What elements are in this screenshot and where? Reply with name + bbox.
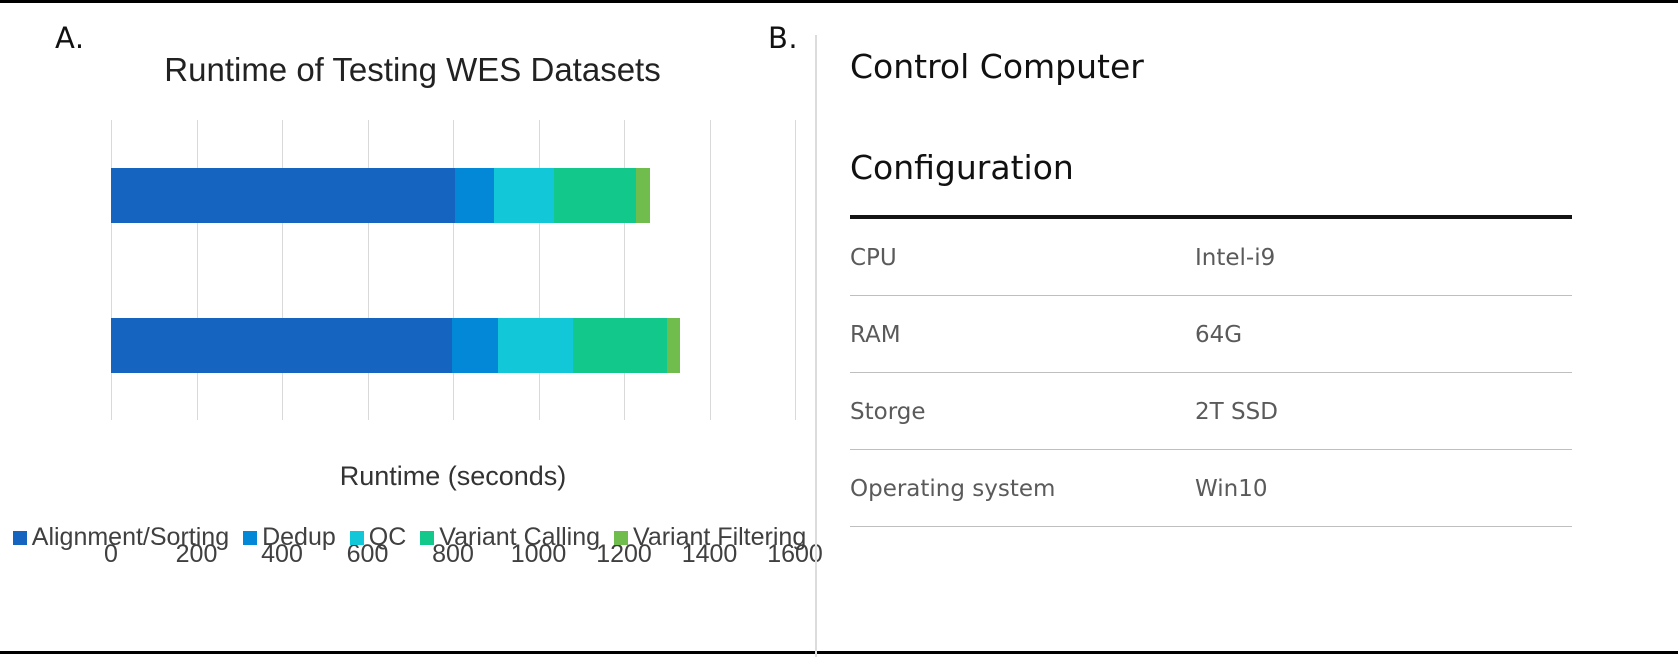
chart-title: Runtime of Testing WES Datasets	[164, 51, 661, 88]
gridline	[624, 120, 625, 420]
config-value: Win10	[1195, 449, 1572, 527]
panel-a-label: A.	[55, 21, 85, 55]
bar-segment	[111, 318, 453, 373]
legend-item[interactable]: Dedup	[243, 523, 336, 552]
bar-row	[111, 168, 651, 223]
legend-label: Dedup	[262, 523, 336, 551]
bar-segment	[493, 168, 555, 223]
gridline	[111, 120, 112, 420]
bar-segment	[111, 168, 455, 223]
legend-item[interactable]: Variant Filtering	[614, 523, 806, 552]
gridline	[282, 120, 283, 420]
legend-item[interactable]: Alignment/Sorting	[12, 523, 230, 552]
configuration-heading: Configuration	[850, 148, 1074, 187]
legend-swatch-icon	[420, 530, 435, 545]
config-key: CPU	[850, 219, 1195, 296]
x-tick-label: 1600	[767, 540, 823, 568]
panel-divider	[815, 35, 817, 657]
bar-segment	[452, 318, 498, 373]
config-key: RAM	[850, 295, 1195, 373]
legend-swatch-icon	[243, 530, 258, 545]
gridline	[795, 120, 796, 420]
bar-segment	[554, 168, 636, 223]
legend-item[interactable]: QC	[349, 523, 407, 552]
legend-item[interactable]: Variant Calling	[420, 523, 600, 552]
plot-area: 0 200 400 600 800 1000 1200 1400 1600	[104, 120, 823, 568]
panel-a-chart: A. Runtime of Testing WES Datasets 0 200 4…	[0, 3, 823, 657]
legend-swatch-icon	[614, 530, 628, 545]
config-key: Storge	[850, 372, 1195, 450]
bar-segment	[635, 168, 651, 223]
x-tick-label: 0	[104, 540, 118, 568]
legend-swatch-icon	[349, 530, 364, 545]
legend-swatch-icon	[12, 530, 27, 545]
gridline	[538, 120, 540, 420]
config-value: 2T SSD	[1195, 372, 1572, 450]
config-key: Operating system	[850, 449, 1195, 527]
bar-row	[111, 318, 681, 373]
x-tick-label: 1000	[510, 540, 567, 568]
control-computer-heading: Control Computer	[850, 47, 1144, 86]
bar-segment	[667, 318, 681, 373]
gridline	[453, 120, 454, 420]
x-tick-label: 1200	[596, 540, 652, 568]
legend-label: Alignment/Sorting	[31, 523, 230, 551]
bar-segment	[497, 318, 574, 373]
x-tick-label: 800	[432, 540, 474, 568]
bar-segment	[573, 318, 668, 373]
config-value: 64G	[1195, 295, 1572, 373]
x-tick-label: 400	[261, 540, 303, 568]
panel-b-label: B.	[768, 21, 799, 55]
config-value: Intel-i9	[1195, 219, 1572, 296]
gridline	[367, 120, 369, 420]
gridline	[196, 120, 198, 420]
x-tick-label: 600	[346, 540, 389, 568]
legend-label: Variant Filtering	[633, 523, 807, 551]
x-tick-label: 1400	[681, 540, 738, 568]
gridline	[709, 120, 711, 420]
x-axis-title: Runtime (seconds)	[339, 461, 567, 491]
bar-segment	[454, 168, 494, 223]
legend-label: QC	[368, 523, 407, 551]
legend-label: Variant Calling	[439, 523, 600, 551]
x-tick-label: 200	[175, 540, 218, 568]
chart-legend: Alignment/Sorting Dedup QC Variant Calling V…	[0, 523, 815, 552]
